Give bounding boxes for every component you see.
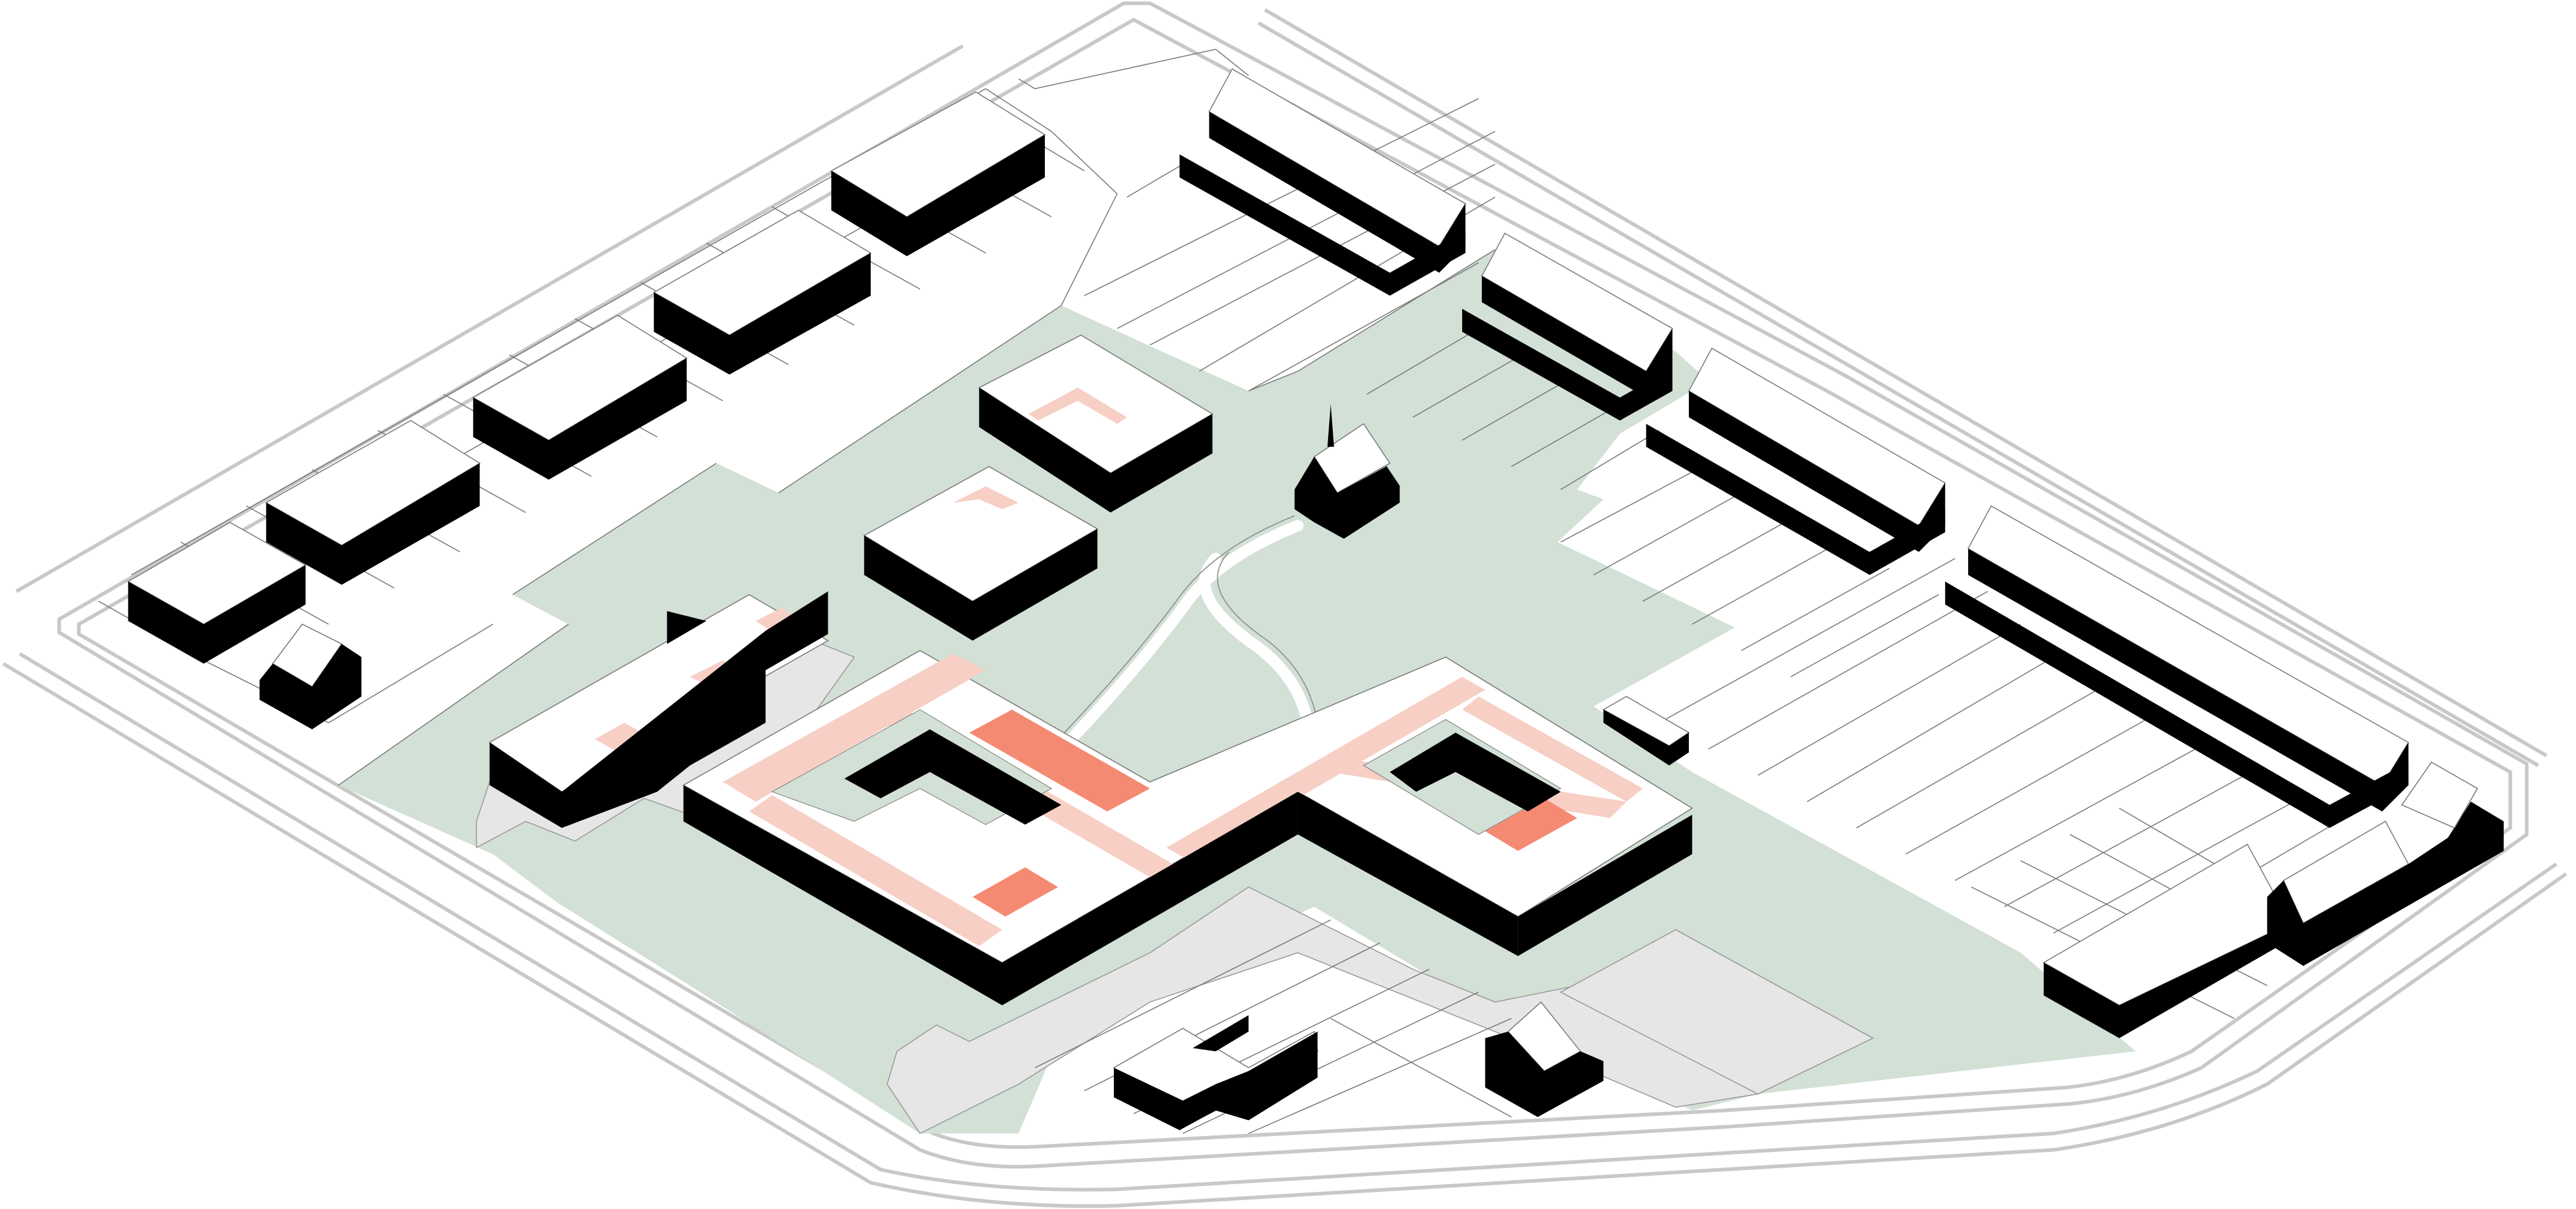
plaza-east xyxy=(1559,929,1874,1095)
nw-small-house-wall xyxy=(260,644,362,729)
complex-south-wall xyxy=(683,785,1298,1005)
central-north-blocks xyxy=(489,334,1214,828)
se-house-roof xyxy=(2401,761,2478,829)
se-terrace-2-wall xyxy=(2267,801,2504,966)
se-terrace-1-roof xyxy=(2042,843,2291,1006)
curved-path-west-edge xyxy=(1061,515,1295,736)
s-block-upper-wall xyxy=(1192,1015,1249,1052)
courtyard-west-block xyxy=(844,729,1062,825)
courtyard-east-block xyxy=(1390,732,1561,812)
park-paths xyxy=(1062,520,1314,749)
highlight-southwest xyxy=(973,867,1058,917)
curved-path-west xyxy=(1062,520,1304,749)
northwest-blocks xyxy=(127,91,1046,729)
church-roof xyxy=(1313,423,1391,494)
highlight-east-hall xyxy=(1485,798,1577,851)
e-terrace-4-wall xyxy=(1968,549,2409,812)
se-pavilion-wall xyxy=(1485,1031,1603,1117)
road-bottom-left xyxy=(2,662,2568,1208)
northeast-terraces xyxy=(1179,68,2409,828)
road-inner-boundary xyxy=(77,18,2512,1149)
nw-block-2-wall xyxy=(266,463,480,585)
park-path-edges xyxy=(1061,515,1319,736)
green-edge-lines xyxy=(338,249,1496,786)
w-block-tower xyxy=(667,611,707,644)
church-spire xyxy=(1327,404,1334,447)
green-main xyxy=(338,249,2136,1134)
w-block-wall xyxy=(489,591,828,828)
w-block-roof xyxy=(489,594,829,793)
courtyard-east xyxy=(1363,719,1562,835)
ne-terrace-3-wall xyxy=(1688,391,1946,552)
ne-terrace-1-wall xyxy=(1209,111,1466,273)
parcels-south xyxy=(1035,919,1512,1134)
south-buildings xyxy=(1113,1001,1603,1130)
curved-path-east xyxy=(1199,552,1314,729)
cn-block-a-corridor xyxy=(1028,387,1127,424)
southeast-terraces xyxy=(2042,761,2504,1038)
complex-east-end-wall xyxy=(1518,814,1692,956)
nw-block-5-wall xyxy=(831,135,1045,257)
ne-terrace-2-wall xyxy=(1481,276,1672,398)
church-walls xyxy=(1294,456,1400,539)
se-terrace-1-wall xyxy=(2043,923,2290,1038)
road-top-right xyxy=(1264,8,2548,758)
east-small-building xyxy=(1602,696,1690,766)
cn-block-b-corridor xyxy=(953,486,1019,509)
e-terrace-4-front xyxy=(1945,581,2409,828)
school-complex xyxy=(682,650,1693,1005)
parcels-northeast xyxy=(1367,328,1660,490)
nw-block-4-wall xyxy=(654,253,871,375)
road-top-right-inner xyxy=(1257,21,2539,767)
cn-block-b-wall xyxy=(864,529,1097,641)
s-block-wall xyxy=(1114,1031,1318,1130)
nw-block-3-wall xyxy=(473,358,687,480)
nw-block-1-wall xyxy=(128,565,306,664)
complex-east-wall xyxy=(1298,792,1518,956)
circulation-west-wing xyxy=(723,654,1173,947)
nw-small-house-roof xyxy=(272,623,343,688)
road-outer-boundary xyxy=(57,1,2529,1169)
green-space xyxy=(338,249,2136,1134)
cn-block-a-wall xyxy=(979,387,1213,513)
curved-path-east-edge xyxy=(1217,551,1319,723)
road-top-left xyxy=(15,44,964,593)
church xyxy=(1294,404,1401,539)
east-small-wall xyxy=(1603,709,1689,766)
highlight-west-hall xyxy=(969,709,1150,812)
road-bottom-left-2 xyxy=(19,652,2557,1192)
